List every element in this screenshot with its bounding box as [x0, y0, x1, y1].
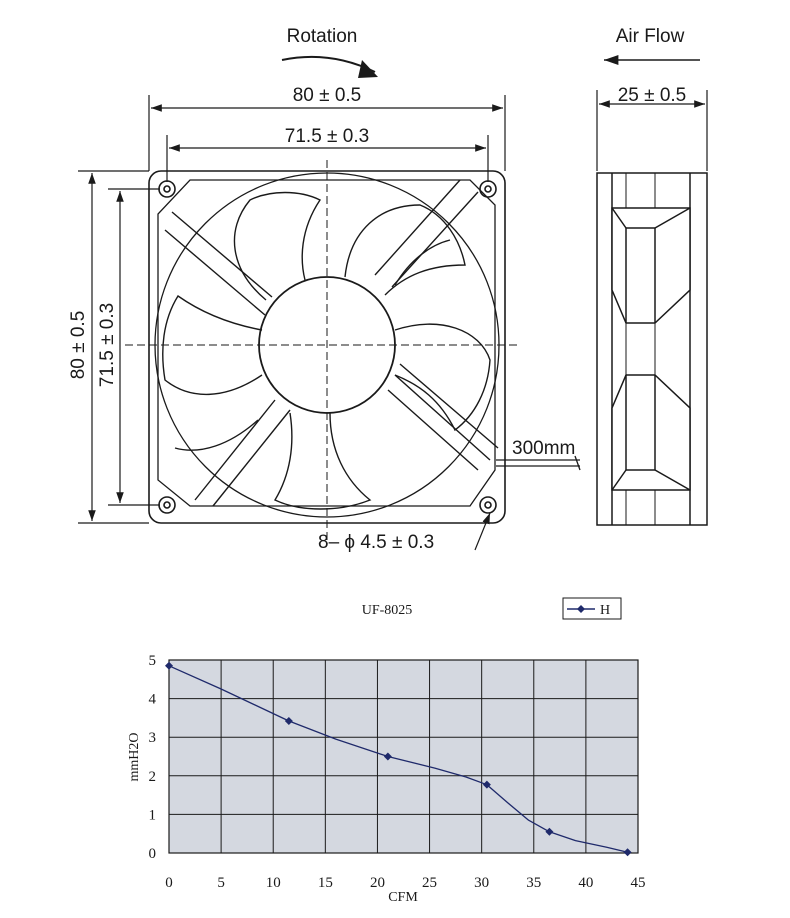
width-outer-label: 80 ± 0.5: [293, 85, 362, 106]
x-axis-label: CFM: [388, 890, 418, 905]
x-tick-label: 40: [578, 875, 593, 891]
airflow-label: Air Flow: [616, 26, 685, 47]
x-tick-label: 0: [165, 875, 173, 891]
fan-side-view: [596, 172, 708, 526]
height-inner-label: 71.5 ± 0.3: [97, 303, 118, 387]
y-axis-label: mmH2O: [127, 733, 142, 782]
series-marker: [165, 661, 173, 670]
series-marker: [482, 780, 491, 789]
rotation-arrowhead-icon: [358, 60, 378, 78]
fan-struts: [164, 179, 499, 507]
y-tick-label: 0: [149, 846, 157, 862]
fan-front-view: [125, 160, 581, 540]
height-outer-label: 80 ± 0.5: [68, 311, 89, 380]
rotation-label: Rotation: [287, 26, 358, 47]
hole-spec-label: 8– ϕ 4.5 ± 0.3: [318, 532, 434, 553]
y-tick-label: 2: [149, 769, 157, 785]
plot-area: [168, 659, 639, 854]
center-lines: [125, 160, 520, 540]
series-marker: [623, 848, 632, 857]
series-marker: [383, 752, 392, 761]
dimension-lines: [78, 54, 708, 551]
fan-frame-inner: [157, 179, 496, 507]
series-marker: [545, 827, 554, 836]
depth-label: 25 ± 0.5: [618, 85, 687, 106]
chart-title: UF-8025: [362, 603, 413, 618]
series-marker: [284, 716, 293, 725]
x-tick-label: 15: [318, 875, 333, 891]
power-cable: [496, 455, 581, 471]
x-tick-label: 10: [266, 875, 281, 891]
y-tick-label: 5: [149, 653, 157, 669]
mounting-holes: [158, 180, 497, 514]
legend-marker-icon: [577, 605, 585, 613]
chart-legend: H: [562, 597, 622, 620]
x-tick-label: 20: [370, 875, 385, 891]
x-tick-label: 35: [526, 875, 541, 891]
x-tick-label: 25: [422, 875, 437, 891]
fan-blades: [162, 191, 491, 510]
series-line-H: [168, 665, 628, 853]
y-tick-label: 3: [149, 730, 157, 746]
y-tick-label: 1: [149, 807, 157, 823]
chart-grid: [168, 659, 639, 854]
cable-length-label: 300mm: [512, 438, 575, 459]
x-tick-label: 5: [217, 875, 225, 891]
legend-label: H: [600, 603, 610, 618]
x-tick-label: 45: [631, 875, 646, 891]
chart-series: [165, 661, 632, 857]
width-inner-label: 71.5 ± 0.3: [285, 126, 369, 147]
y-tick-label: 4: [149, 692, 157, 708]
x-tick-label: 30: [474, 875, 489, 891]
